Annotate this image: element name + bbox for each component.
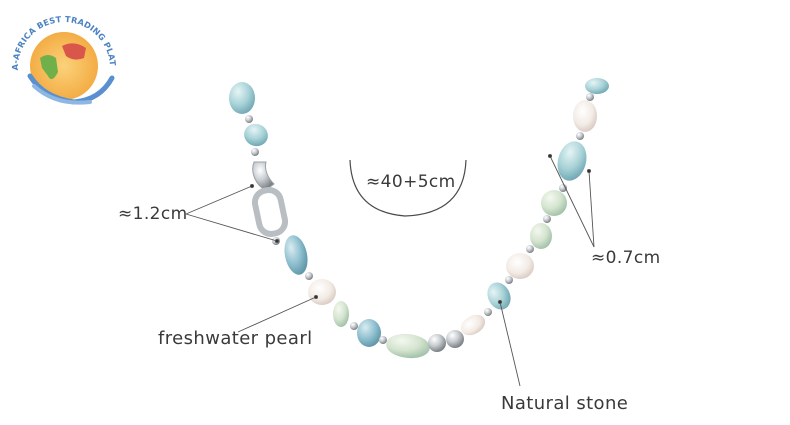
stone-label: Natural stone xyxy=(501,393,629,414)
silver-spacer xyxy=(586,93,594,101)
silver-spacer xyxy=(484,308,492,316)
brand-logo: CHINA-AFRICA BEST TRADING PLATFORM xyxy=(4,2,118,105)
silver-spacer xyxy=(526,245,534,253)
silver-spacer xyxy=(505,276,513,284)
stone-bead xyxy=(284,235,308,275)
clasp xyxy=(251,161,289,245)
stone-bead xyxy=(357,319,381,347)
silver-spacer xyxy=(350,322,358,330)
stone-bead xyxy=(585,78,609,94)
silver-spacer xyxy=(305,272,313,280)
leader-lines xyxy=(185,153,595,387)
pearl-bead xyxy=(308,279,336,305)
lower-strand xyxy=(284,235,492,359)
silver-spacer xyxy=(446,330,464,348)
clasp-size-label: ≈1.2cm xyxy=(118,204,188,224)
pearl-label: freshwater pearl xyxy=(158,328,313,349)
silver-spacer xyxy=(251,148,259,156)
silver-spacer xyxy=(428,334,446,352)
stone-bead xyxy=(557,141,587,181)
bead-size-label: ≈0.7cm xyxy=(591,248,661,268)
stone-bead xyxy=(244,123,268,147)
stone-bead xyxy=(487,282,511,310)
stone-bead xyxy=(541,190,567,216)
pearl-bead xyxy=(460,314,486,336)
stone-bead xyxy=(386,333,430,359)
silver-spacer xyxy=(245,115,253,123)
stone-bead xyxy=(333,301,349,327)
stone-bead xyxy=(530,223,552,249)
right-strand xyxy=(487,78,609,310)
stone-bead xyxy=(229,82,255,114)
pearl-bead xyxy=(573,100,597,132)
silver-spacer xyxy=(576,132,584,140)
silver-spacer xyxy=(543,215,551,223)
pearl-bead xyxy=(506,253,534,279)
length-label: ≈40+5cm xyxy=(366,172,456,192)
length-arc xyxy=(349,159,467,217)
silver-spacer xyxy=(379,336,387,344)
left-strand xyxy=(229,82,268,156)
